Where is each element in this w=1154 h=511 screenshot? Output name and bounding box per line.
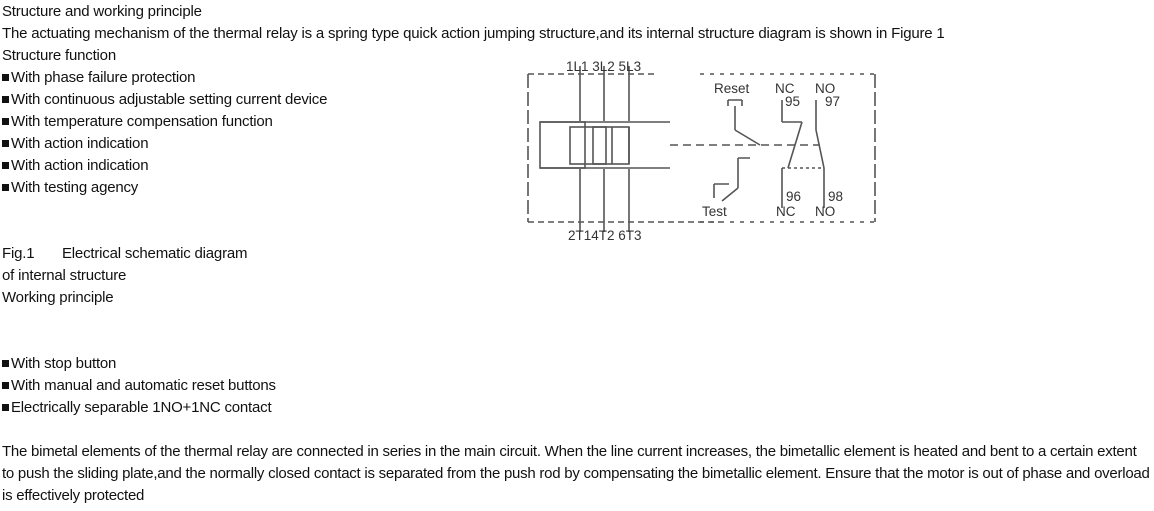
pin-98-label: 98 <box>828 189 843 204</box>
intro-heading: Structure and working principle <box>2 3 202 20</box>
working-principle-description: The bimetal elements of the thermal rela… <box>2 443 1150 504</box>
bullet-icon <box>2 162 9 169</box>
test-label: Test <box>702 204 727 219</box>
structure-function-heading: Structure function <box>2 47 116 64</box>
list-item: With manual and automatic reset buttons <box>2 375 276 397</box>
working-principle-heading: Working principle <box>2 289 114 306</box>
reset-label: Reset <box>714 81 750 96</box>
pin-95-label: 95 <box>785 94 800 109</box>
top-terminal-labels: 1L1 3L2 5L3 <box>566 59 641 74</box>
list-item: Electrically separable 1NO+1NC contact <box>2 397 272 419</box>
bullet-icon <box>2 118 9 125</box>
bullet-icon <box>2 360 9 367</box>
relay-schematic-diagram: 1L1 3L2 5L3 2T14T2 6T3 Reset NC NO 95 97… <box>527 59 876 240</box>
figure-number: Fig.1 <box>2 245 35 262</box>
bullet-icon <box>2 404 9 411</box>
nc-top-label: NC <box>775 81 795 96</box>
nc-bottom-label: NC <box>776 204 796 219</box>
bullet-icon <box>2 382 9 389</box>
bottom-terminal-labels: 2T14T2 6T3 <box>568 228 642 240</box>
list-item: With action indication <box>2 155 149 177</box>
figure-caption-text: Electrical schematic diagram <box>62 245 248 262</box>
bullet-icon <box>2 96 9 103</box>
list-item: With continuous adjustable setting curre… <box>2 89 327 111</box>
no-bottom-label: NO <box>815 204 835 219</box>
pin-97-label: 97 <box>825 94 840 109</box>
list-item: With testing agency <box>2 177 138 199</box>
bullet-icon <box>2 74 9 81</box>
list-item: With action indication <box>2 133 149 155</box>
pin-96-label: 96 <box>786 189 801 204</box>
figure-caption: Fig.1 Electrical schematic diagram <box>2 243 248 265</box>
bullet-icon <box>2 184 9 191</box>
figure-caption-continued: of internal structure <box>2 267 127 284</box>
list-item: With temperature compensation function <box>2 111 273 133</box>
bullet-icon <box>2 140 9 147</box>
intro-description: The actuating mechanism of the thermal r… <box>2 25 945 42</box>
no-top-label: NO <box>815 81 835 96</box>
list-item: With stop button <box>2 353 116 375</box>
list-item: With phase failure protection <box>2 67 196 89</box>
